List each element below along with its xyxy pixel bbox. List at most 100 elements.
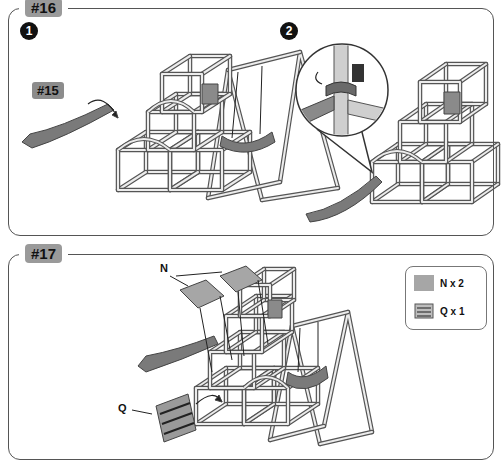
leader-line: [176, 272, 222, 276]
tube-fill: [240, 285, 270, 316]
tube-fill: [422, 162, 472, 202]
tube-fill: [420, 64, 446, 82]
tube: [420, 104, 446, 122]
panel-sign: [268, 300, 282, 318]
legend-text: N x 2: [440, 278, 464, 289]
arch-tube-fill: [244, 377, 288, 388]
parts-legend: N x 2 Q x 1: [405, 266, 487, 330]
swing-seat: [286, 366, 328, 389]
arrow-head: [112, 111, 118, 118]
tube: [226, 332, 256, 352]
step-panel: #16: [8, 8, 494, 236]
install-arrow: [88, 100, 118, 118]
deck-panel-n: [180, 280, 224, 308]
panel-sign: [202, 84, 218, 104]
tube-fill: [288, 404, 318, 424]
play-structure: [22, 40, 498, 444]
arch-tube-fill: [372, 151, 422, 162]
tube: [472, 144, 498, 162]
tube: [222, 172, 250, 190]
arch-tube: [118, 139, 170, 150]
tube: [422, 184, 448, 202]
tube-fill: [244, 388, 288, 424]
tube: [228, 52, 300, 70]
tube: [162, 74, 202, 112]
swing-rope: [298, 322, 318, 372]
tube: [270, 269, 294, 285]
arch-tube: [244, 377, 288, 388]
tube: [244, 404, 274, 424]
tube: [118, 150, 170, 190]
tube-fill: [270, 426, 324, 440]
swing-rope: [232, 66, 262, 138]
legend-text: Q x 1: [440, 306, 464, 317]
tube: [244, 388, 288, 424]
slide: [306, 176, 382, 222]
tube: [472, 184, 498, 202]
legend-item: Q x 1: [414, 303, 464, 319]
tube: [170, 172, 198, 190]
tube-fill: [194, 132, 222, 150]
tube: [118, 172, 146, 190]
tube: [170, 172, 198, 190]
tube-fill: [240, 300, 264, 316]
deck-panel-n: [220, 266, 262, 292]
leader-line: [200, 280, 268, 372]
tube-fill: [118, 172, 146, 190]
zoom-detail: [296, 40, 392, 150]
tube-fill: [320, 432, 372, 444]
panel-sign: [444, 92, 460, 114]
tube-fill: [262, 188, 338, 200]
tube-fill: [222, 172, 250, 190]
tube: [170, 150, 222, 190]
tube-fill: [324, 312, 372, 432]
tube: [226, 316, 262, 352]
slide: [22, 104, 114, 148]
tube: [210, 368, 240, 388]
tube-fill: [162, 56, 190, 74]
step-substep-number: 1: [20, 22, 38, 40]
tube-fill: [422, 184, 448, 202]
tube-fill: [244, 404, 274, 424]
part-number: #15: [32, 82, 64, 99]
tube-fill: [400, 122, 446, 162]
tube: [288, 404, 318, 424]
tube-fill: [170, 150, 222, 190]
tube: [240, 285, 270, 316]
step-substep-number: 2: [280, 22, 298, 40]
arch-tube: [148, 101, 194, 112]
tube: [196, 388, 244, 424]
tube: [244, 404, 274, 424]
legend-swatch: [414, 275, 434, 291]
ladder-slat: [160, 403, 194, 434]
tube-fill: [270, 269, 294, 285]
tube-fill: [162, 74, 202, 112]
tube: [320, 432, 372, 444]
tube: [194, 132, 222, 150]
tube: [400, 122, 446, 162]
tube: [162, 56, 190, 74]
tube: [240, 300, 264, 316]
tube: [460, 104, 486, 122]
tube-fill: [170, 172, 198, 190]
tube-fill: [244, 404, 274, 424]
arch-tube-fill: [148, 101, 194, 112]
arch-tube: [372, 151, 422, 162]
tube-fill: [420, 82, 460, 122]
arrow-head: [215, 395, 222, 402]
tube-fill: [228, 52, 300, 70]
tube: [460, 64, 486, 82]
tube: [420, 64, 446, 82]
tube: [420, 82, 460, 122]
legend-ladder-icon: [414, 303, 434, 319]
tube-fill: [196, 388, 244, 424]
arch-tube-fill: [118, 139, 170, 150]
tube-fill: [196, 404, 226, 424]
tube-fill: [472, 184, 498, 202]
swing-seat: [220, 132, 275, 152]
tube-fill: [420, 104, 446, 122]
tube-fill: [446, 144, 472, 162]
tube-fill: [170, 172, 198, 190]
tube: [262, 188, 338, 200]
